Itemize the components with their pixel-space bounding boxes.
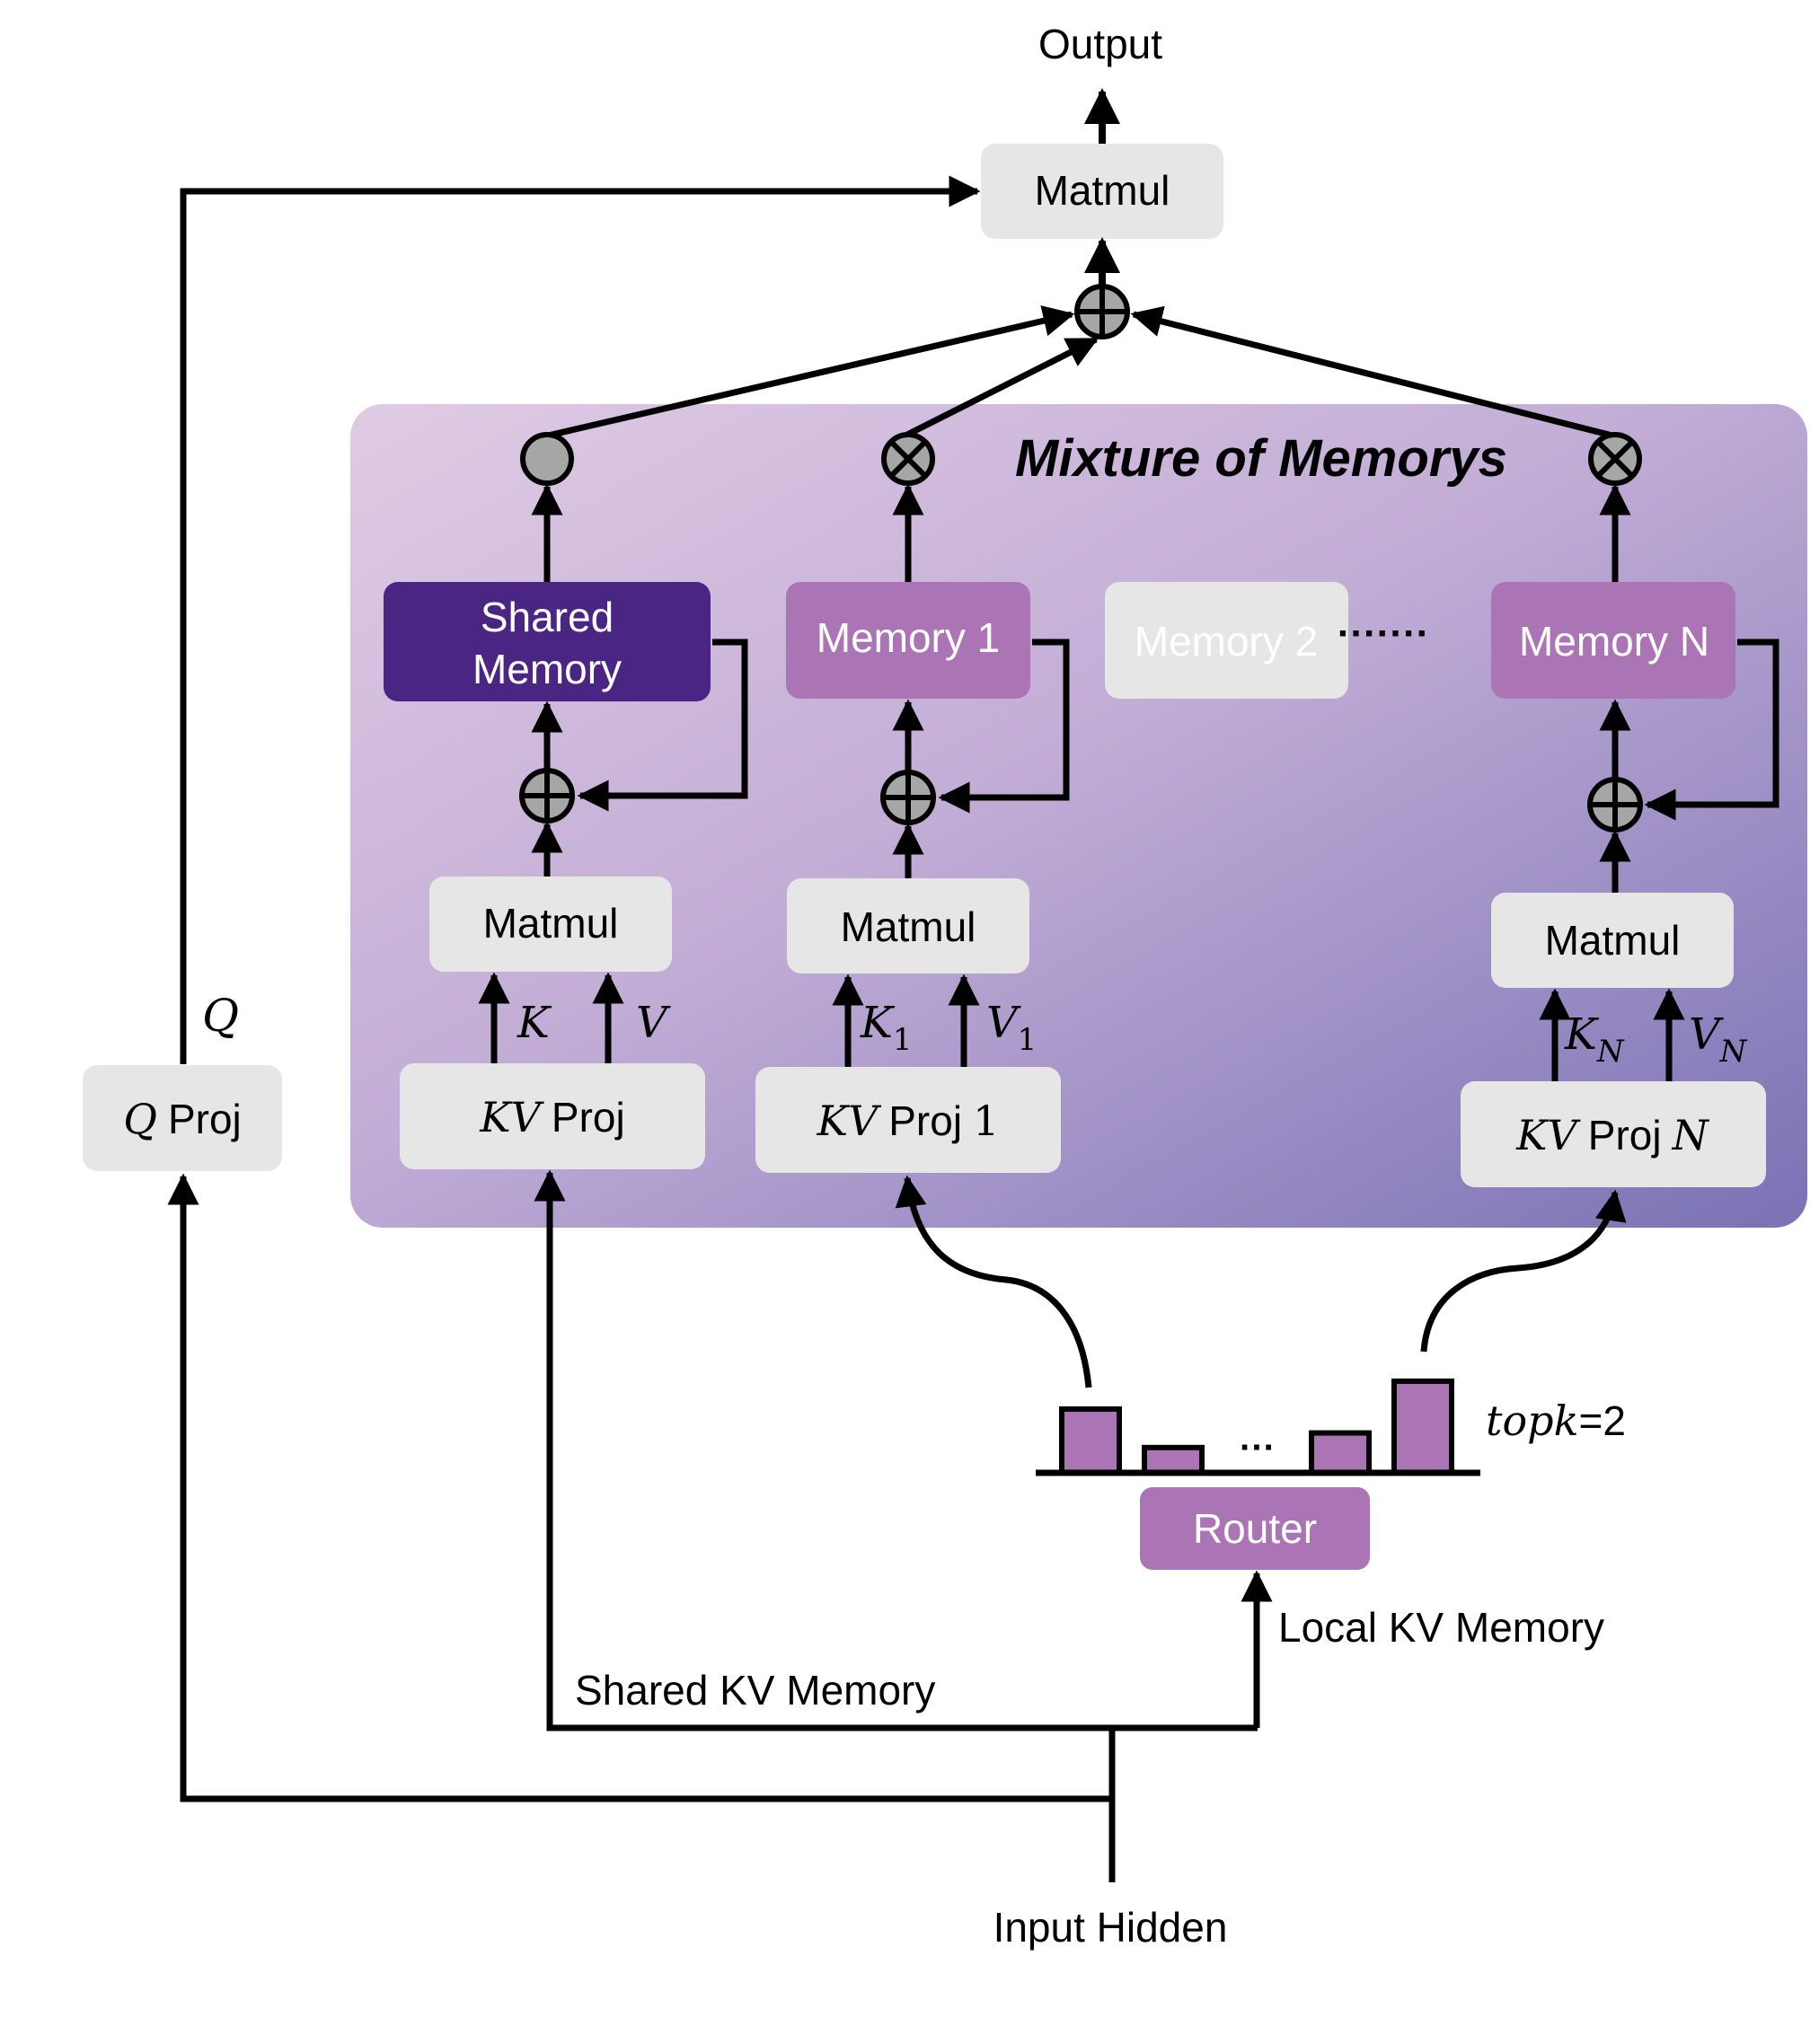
memoryn-kv-proj-block: [1461, 1081, 1766, 1187]
router-bars-ellipsis: ···: [1240, 1428, 1276, 1467]
mixture-of-memory-panel: [350, 404, 1807, 1228]
memory1-matmul-label: Matmul: [841, 903, 976, 950]
shared-gate-operator: [520, 432, 574, 486]
input-to-q-proj-line: [167, 1173, 1112, 1802]
memoryn-residual-line: [1644, 639, 1779, 821]
input-hidden-label: Input Hidden: [993, 1904, 1228, 1951]
router-score-bar: [1142, 1444, 1205, 1476]
memory1-residual-line: [938, 639, 1070, 814]
memory1-k-label: K1: [860, 998, 913, 1058]
shared-matmul-block: [429, 877, 672, 972]
router-label: Router: [1193, 1505, 1317, 1552]
memory-ellipsis: ·······: [1338, 612, 1430, 656]
output-label: Output: [1038, 21, 1162, 67]
memory1-gate-operator: [881, 432, 935, 486]
memory2-label: Memory 2: [1135, 618, 1318, 665]
memory2-block: [1105, 582, 1348, 699]
memoryn-add-operator: [1587, 777, 1643, 833]
memory1-kv-proj-block: [755, 1067, 1061, 1173]
shared-kv-memory-line: [534, 1169, 1258, 1731]
memoryn-to-sum-line: [1130, 305, 1613, 439]
shared-memory-block: [384, 582, 711, 701]
memoryn-block: [1491, 582, 1735, 699]
memory1-v-label: V1: [986, 998, 1037, 1058]
memoryn-gate-operator: [1588, 432, 1642, 486]
shared-matmul-label: Matmul: [483, 900, 619, 947]
memoryn-matmul-block: [1491, 893, 1734, 988]
panel-title: Mixture of Memorys: [1015, 429, 1507, 488]
top-matmul-block: [981, 144, 1223, 239]
topk-label: topk=2: [1486, 1396, 1626, 1445]
memoryn-label: Memory N: [1519, 618, 1709, 665]
output-sum-operator: [1074, 284, 1130, 339]
router-score-bar: [1309, 1430, 1372, 1476]
router-block: [1140, 1487, 1370, 1570]
memory1-to-sum-line: [904, 336, 1099, 439]
memory1-matmul-block: [787, 878, 1029, 974]
memoryn-k-label: KN: [1564, 1009, 1625, 1070]
shared-kv-proj-block: [400, 1063, 705, 1169]
shared-k-label: K: [517, 998, 552, 1048]
local-kv-memory-label: Local KV Memory: [1278, 1604, 1604, 1651]
shared-v-label: V: [636, 998, 671, 1048]
route-to-memoryn-curve: [1420, 1189, 1627, 1352]
shared-to-sum-line: [547, 305, 1075, 439]
q-proj-block: [83, 1065, 282, 1171]
router-score-bar: [1059, 1406, 1122, 1476]
memory1-block: [786, 582, 1030, 699]
memory1-label: Memory 1: [817, 614, 1000, 661]
route-to-memory1-curve: [895, 1175, 1092, 1388]
memoryn-v-label: VN: [1689, 1009, 1748, 1070]
shared-add-operator: [519, 768, 575, 824]
shared-residual-line: [577, 639, 748, 812]
top-matmul-label: Matmul: [1035, 167, 1170, 214]
memory1-add-operator: [880, 770, 936, 825]
router-score-bar: [1391, 1379, 1454, 1476]
q-label: Q: [202, 990, 239, 1042]
shared-kv-memory-label: Shared KV Memory: [575, 1667, 935, 1714]
q-path-line: [180, 175, 981, 1064]
memoryn-matmul-label: Matmul: [1545, 917, 1681, 964]
